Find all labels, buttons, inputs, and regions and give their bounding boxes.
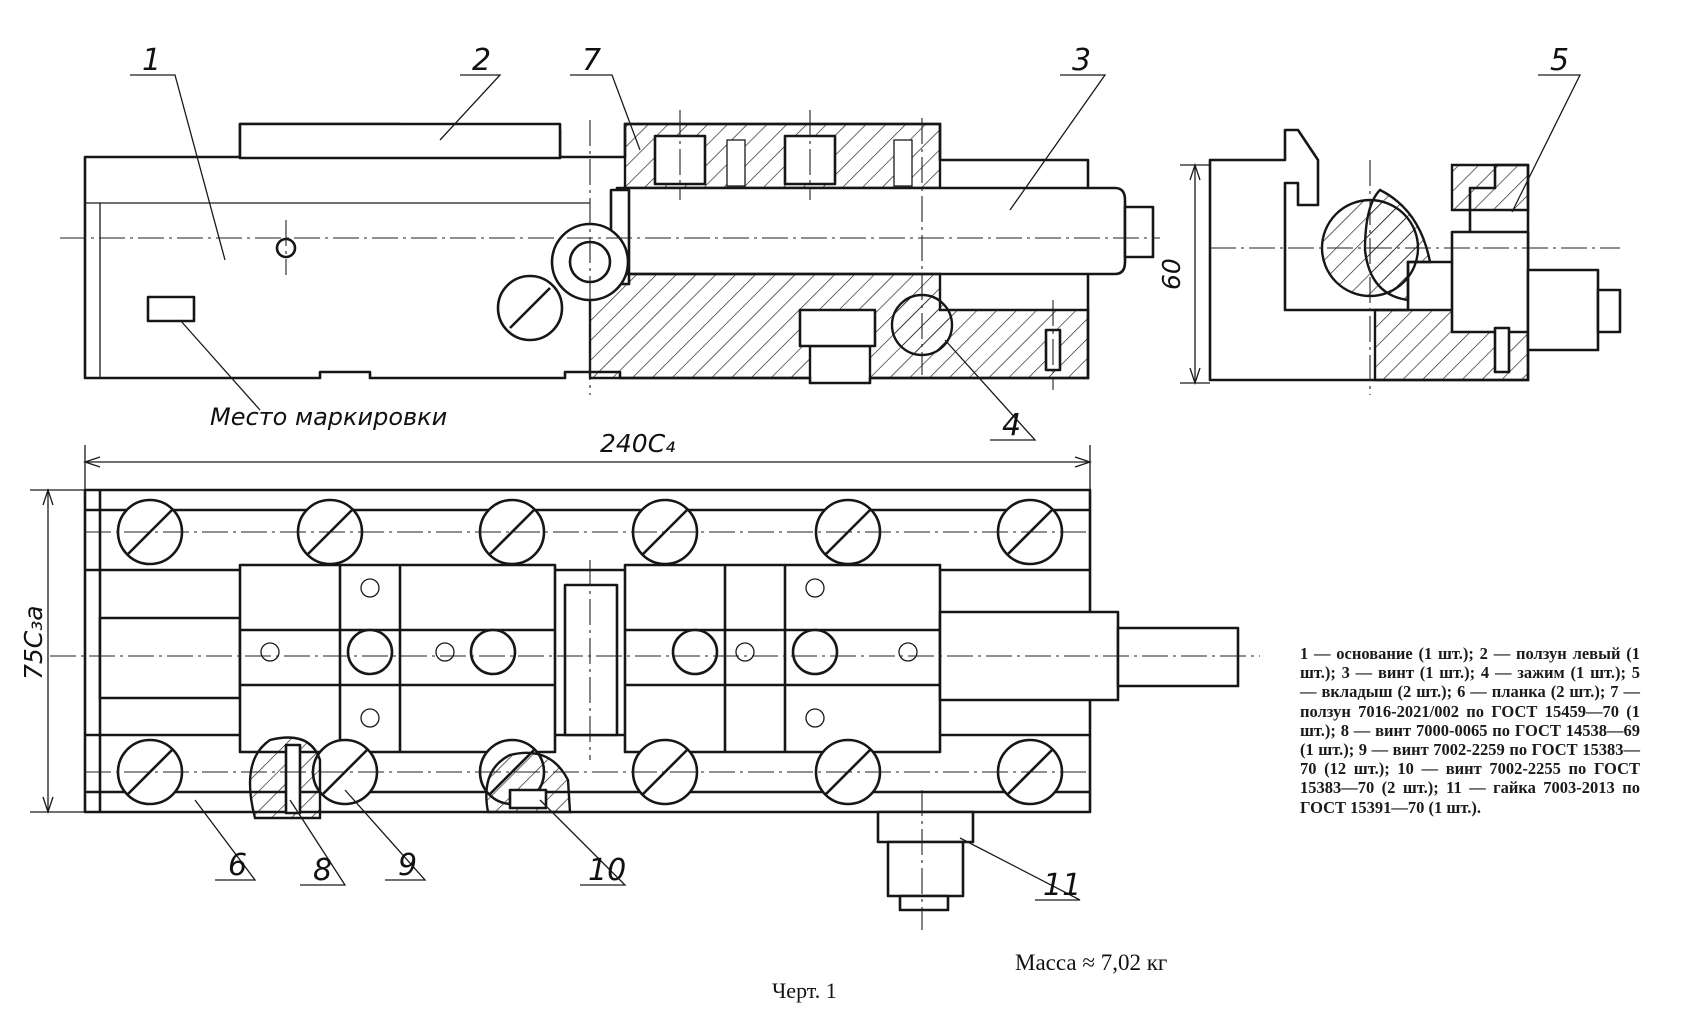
dim-length: 240C₄ xyxy=(600,429,675,458)
parts-legend: 1 — основание (1 шт.); 2 — ползун левый … xyxy=(1300,644,1640,817)
side-view xyxy=(1180,128,1622,395)
label-9: 9 xyxy=(398,848,417,883)
lead-screw xyxy=(615,186,1127,276)
label-2: 2 xyxy=(472,43,491,78)
mass-note: Масса ≈ 7,02 кг xyxy=(1015,950,1168,975)
slider-key xyxy=(798,308,877,348)
label-8: 8 xyxy=(313,853,332,888)
slider-left-block xyxy=(238,122,562,160)
screw-10-section xyxy=(485,751,572,814)
slider-holes xyxy=(260,578,918,728)
label-5: 5 xyxy=(1550,43,1569,78)
marking-place-box xyxy=(146,295,196,323)
drawing-caption: Черт. 1 xyxy=(772,978,837,1003)
top-view xyxy=(30,445,1260,930)
leader-lines xyxy=(130,74,1582,901)
dim-height: 60 xyxy=(1157,258,1186,290)
screw-right-end xyxy=(1116,626,1240,688)
label-11: 11 xyxy=(1043,868,1081,903)
slider-right-top xyxy=(623,563,942,754)
nut-11 xyxy=(876,810,975,844)
callout-labels: 1 2 7 3 5 4 6 8 9 10 11 Место маркировки… xyxy=(19,43,1569,903)
side-nut xyxy=(1526,268,1600,352)
label-10: 10 xyxy=(588,853,626,888)
dim-width: 75C₃а xyxy=(19,605,48,680)
front-view xyxy=(60,110,1160,395)
screw-left-end xyxy=(98,616,242,700)
label-7: 7 xyxy=(582,43,601,78)
marking-place-label: Место маркировки xyxy=(210,403,447,431)
label-1: 1 xyxy=(142,43,161,78)
label-3: 3 xyxy=(1072,43,1091,78)
insert-5-section xyxy=(1450,163,1530,212)
label-6: 6 xyxy=(228,848,247,883)
label-4: 4 xyxy=(1002,408,1021,443)
